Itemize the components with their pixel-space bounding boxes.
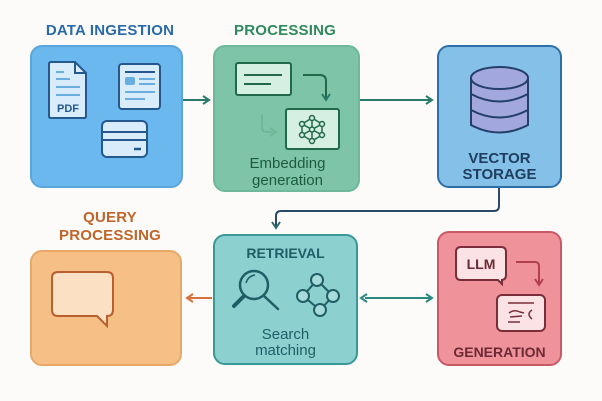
processing-caption-2: generation xyxy=(252,172,323,189)
generation-title: GENERATION xyxy=(453,344,546,360)
retrieval-caption-1: Search xyxy=(261,326,310,343)
query-title-1: QUERY xyxy=(83,209,137,226)
ingestion-box[interactable] xyxy=(30,45,183,188)
storage-title-2: STORAGE xyxy=(462,166,537,183)
query-title-2: PROCESSING xyxy=(58,227,162,244)
retrieval-caption-2: matching xyxy=(255,342,316,359)
user-query-text-1: USER xyxy=(66,281,100,295)
storage-title-1: VECTOR xyxy=(468,150,531,167)
arrow-storage-to-retrieval xyxy=(271,188,500,230)
processing-caption-1: Embedding xyxy=(249,155,326,172)
retrieval-title: RETRIEVAL xyxy=(246,245,325,261)
ingestion-title: DATA INGESTION xyxy=(45,22,175,39)
processing-title: PROCESSING xyxy=(233,22,337,39)
user-query-text-2: QUERY xyxy=(61,295,105,309)
